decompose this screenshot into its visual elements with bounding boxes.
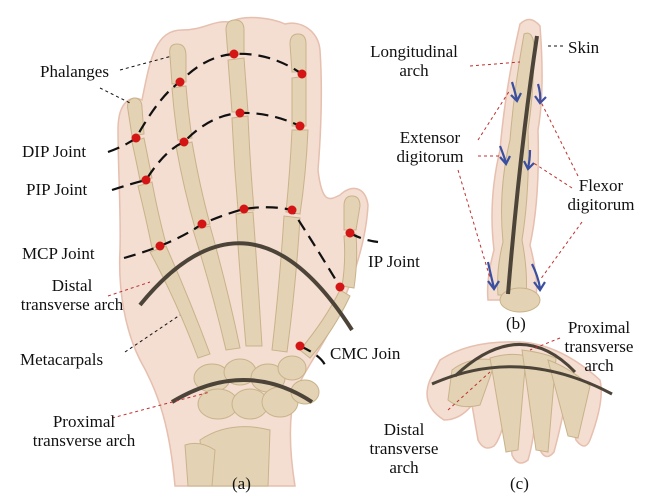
joint-marker-icon: [132, 134, 141, 143]
label-longitudinal-arch: Longitudinal arch: [358, 42, 470, 80]
label-line: arch: [552, 356, 646, 375]
joint-marker-icon: [336, 283, 345, 292]
joint-marker-icon: [156, 242, 165, 251]
label-proximal-transverse-arch-c: Proximal transverse arch: [552, 318, 646, 375]
label-ip-joint: IP Joint: [368, 252, 420, 271]
label-mcp-joint: MCP Joint: [22, 244, 95, 263]
label-cmc-joint: CMC Join: [330, 344, 400, 363]
caption-c: (c): [510, 474, 529, 493]
label-flexor-digitorum: Flexor digitorum: [560, 176, 642, 214]
label-line: Distal: [362, 420, 446, 439]
label-line: transverse arch: [4, 431, 164, 450]
label-line: digitorum: [380, 147, 480, 166]
label-line: Distal: [12, 276, 132, 295]
label-line: transverse: [362, 439, 446, 458]
label-distal-transverse-arch-c: Distal transverse arch: [362, 420, 446, 477]
joint-marker-icon: [236, 109, 245, 118]
label-dip-joint: DIP Joint: [22, 142, 86, 161]
label-line: Proximal: [552, 318, 646, 337]
label-proximal-transverse-arch-a: Proximal transverse arch: [4, 412, 164, 450]
joint-marker-icon: [298, 70, 307, 79]
joint-marker-icon: [288, 206, 297, 215]
label-skin: Skin: [568, 38, 599, 57]
label-line: arch: [362, 458, 446, 477]
joint-marker-icon: [346, 229, 355, 238]
label-line: Flexor: [560, 176, 642, 195]
label-metacarpals: Metacarpals: [20, 350, 103, 369]
joint-marker-icon: [142, 176, 151, 185]
joint-marker-icon: [180, 138, 189, 147]
label-pip-joint: PIP Joint: [26, 180, 87, 199]
joint-marker-icon: [198, 220, 207, 229]
label-phalanges: Phalanges: [40, 62, 109, 81]
ulna-bone: [185, 443, 215, 486]
joint-marker-icon: [230, 50, 239, 59]
label-line: digitorum: [560, 195, 642, 214]
joint-marker-icon: [240, 205, 249, 214]
joint-marker-icon: [296, 342, 305, 351]
caption-b: (b): [506, 314, 526, 333]
label-line: Extensor: [380, 128, 480, 147]
label-extensor-digitorum: Extensor digitorum: [380, 128, 480, 166]
label-line: transverse arch: [12, 295, 132, 314]
label-line: Proximal: [4, 412, 164, 431]
caption-a: (a): [232, 474, 251, 493]
label-line: Longitudinal: [358, 42, 470, 61]
joint-marker-icon: [296, 122, 305, 131]
metacarpal-head: [500, 288, 540, 312]
label-line: transverse: [552, 337, 646, 356]
label-distal-transverse-arch-a: Distal transverse arch: [12, 276, 132, 314]
joint-marker-icon: [176, 78, 185, 87]
label-line: arch: [358, 61, 470, 80]
